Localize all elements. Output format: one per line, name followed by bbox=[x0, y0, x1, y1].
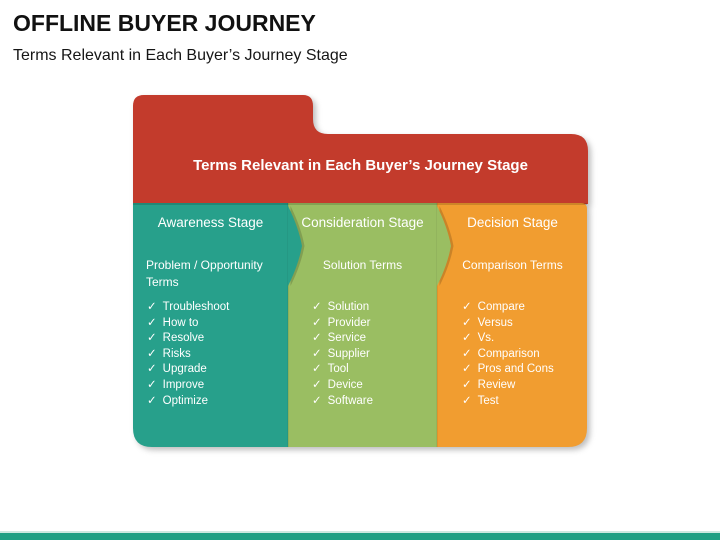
check-icon: ✓ bbox=[462, 301, 472, 313]
term-item: ✓ Software bbox=[312, 394, 373, 410]
check-icon: ✓ bbox=[312, 332, 322, 345]
column-seam-2 bbox=[436, 203, 438, 447]
term-item: ✓ Device bbox=[312, 378, 373, 394]
term-label: Optimize bbox=[162, 394, 209, 407]
footer-accent-bar bbox=[0, 531, 720, 540]
awareness-stage-column: Awareness Stage Problem / Opportunity Te… bbox=[133, 203, 288, 447]
awareness-column-bg bbox=[133, 203, 288, 447]
page-title: OFFLINE BUYER JOURNEY bbox=[13, 10, 316, 36]
stage-header-consideration: Consideration Stage bbox=[301, 215, 424, 230]
term-item: ✓ Compare bbox=[462, 300, 554, 316]
term-item: ✓ Pros and Cons bbox=[462, 362, 554, 378]
check-icon: ✓ bbox=[312, 347, 322, 360]
term-item: ✓ Improve bbox=[147, 378, 229, 394]
check-icon: ✓ bbox=[147, 394, 157, 407]
stage-header-awareness: Awareness Stage bbox=[157, 215, 264, 230]
check-icon: ✓ bbox=[312, 301, 322, 313]
check-icon: ✓ bbox=[147, 332, 157, 345]
banner-title: Terms Relevant in Each Buyer’s Journey S… bbox=[193, 157, 528, 174]
term-label: Versus bbox=[477, 316, 513, 329]
term-item: ✓ Service bbox=[312, 331, 373, 347]
check-icon: ✓ bbox=[462, 363, 472, 376]
term-label: Pros and Cons bbox=[477, 363, 554, 376]
term-item: ✓ Vs. bbox=[462, 331, 554, 347]
stage-header-decision: Decision Stage bbox=[467, 215, 558, 230]
term-item: ✓ Supplier bbox=[312, 347, 373, 363]
term-item: ✓ Troubleshoot bbox=[147, 300, 229, 316]
terms-list-decision: ✓ Compare ✓ Versus ✓ Vs. ✓ Comparison ✓ Pros … bbox=[437, 300, 554, 409]
term-label: Troubleshoot bbox=[162, 301, 230, 313]
term-label: Improve bbox=[162, 378, 205, 391]
folder-banner-shape bbox=[133, 95, 588, 204]
term-label: Vs. bbox=[477, 332, 495, 345]
decision-column-bg bbox=[437, 203, 587, 447]
term-item: ✓ Resolve bbox=[147, 331, 229, 347]
term-label: Test bbox=[477, 394, 499, 407]
term-item: ✓ Test bbox=[462, 394, 554, 410]
term-item: ✓ Solution bbox=[312, 300, 373, 316]
check-icon: ✓ bbox=[312, 316, 322, 329]
check-icon: ✓ bbox=[312, 378, 322, 391]
term-item: ✓ Versus bbox=[462, 316, 554, 332]
term-item: ✓ Risks bbox=[147, 347, 229, 363]
terms-list-consideration: ✓ Solution ✓ Provider ✓ Service ✓ Supplier ✓… bbox=[288, 300, 373, 409]
check-icon: ✓ bbox=[462, 332, 472, 345]
term-label: Upgrade bbox=[162, 363, 207, 376]
check-icon: ✓ bbox=[312, 363, 322, 376]
term-item: ✓ Comparison bbox=[462, 347, 554, 363]
banner-bottom-shadow bbox=[133, 203, 587, 205]
check-icon: ✓ bbox=[462, 378, 472, 391]
chevron-right-icon bbox=[288, 206, 302, 286]
term-item: ✓ Provider bbox=[312, 316, 373, 332]
check-icon: ✓ bbox=[147, 347, 157, 360]
check-icon: ✓ bbox=[462, 347, 472, 360]
check-icon: ✓ bbox=[312, 394, 322, 407]
term-label: Solution bbox=[327, 301, 370, 313]
term-label: Service bbox=[327, 332, 366, 345]
terms-list-awareness: ✓ Troubleshoot ✓ How to ✓ Resolve ✓ Risks ✓ U… bbox=[133, 300, 229, 409]
term-label: Comparison bbox=[477, 347, 540, 360]
term-label: Resolve bbox=[162, 332, 205, 345]
term-label: Review bbox=[477, 378, 516, 391]
term-label: Software bbox=[327, 394, 374, 407]
term-label: How to bbox=[162, 316, 199, 329]
page-subtitle: Terms Relevant in Each Buyer’s Journey S… bbox=[13, 47, 348, 64]
check-icon: ✓ bbox=[147, 378, 157, 391]
subhead-awareness: Problem / Opportunity Terms bbox=[146, 258, 263, 289]
term-item: ✓ How to bbox=[147, 316, 229, 332]
check-icon: ✓ bbox=[147, 363, 157, 376]
subhead-consideration: Solution Terms bbox=[322, 258, 403, 272]
term-label: Compare bbox=[477, 301, 525, 313]
term-item: ✓ Tool bbox=[312, 362, 373, 378]
chevron-right-icon bbox=[437, 206, 451, 286]
decision-stage-column: Decision Stage Comparison Terms ✓ Compare… bbox=[437, 203, 588, 447]
term-item: ✓ Review bbox=[462, 378, 554, 394]
check-icon: ✓ bbox=[147, 301, 157, 313]
column-seam-1 bbox=[287, 203, 289, 447]
check-icon: ✓ bbox=[462, 394, 472, 407]
term-label: Device bbox=[327, 378, 363, 391]
term-label: Provider bbox=[327, 316, 371, 329]
consideration-stage-column: Consideration Stage Solution Terms ✓ Solu… bbox=[288, 203, 437, 447]
subhead-decision: Comparison Terms bbox=[462, 258, 563, 272]
check-icon: ✓ bbox=[147, 316, 157, 329]
term-item: ✓ Upgrade bbox=[147, 362, 229, 378]
check-icon: ✓ bbox=[462, 316, 472, 329]
term-label: Tool bbox=[327, 363, 349, 376]
consideration-column-bg bbox=[288, 203, 437, 447]
term-label: Supplier bbox=[327, 347, 370, 360]
term-item: ✓ Optimize bbox=[147, 394, 229, 410]
term-label: Risks bbox=[162, 347, 191, 360]
